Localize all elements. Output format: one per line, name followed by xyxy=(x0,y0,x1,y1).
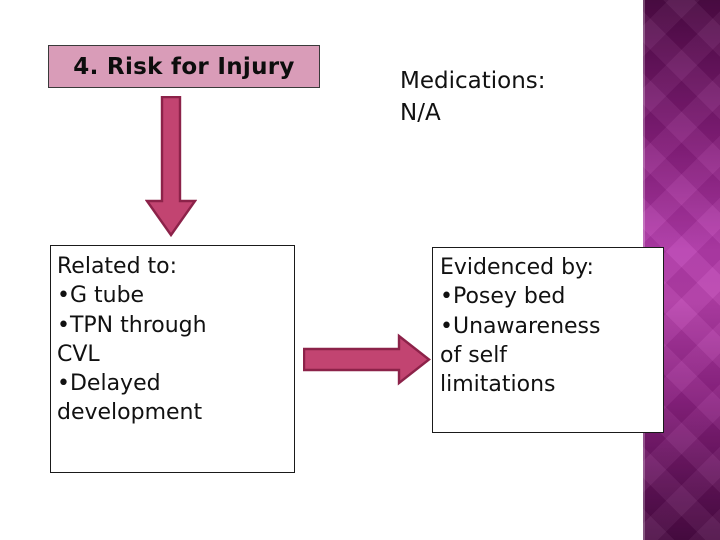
related-to-heading: Related to: xyxy=(57,254,178,279)
medications-label: Medications: xyxy=(400,68,546,94)
medications-value: N/A xyxy=(400,99,441,126)
related-to-item: CVL xyxy=(57,341,100,367)
related-to-item: •G tube xyxy=(57,283,145,309)
related-to-text: Related to: •G tube •TPN through CVL •De… xyxy=(57,252,297,428)
related-to-item: •Delayed xyxy=(57,371,161,396)
page-title: 4. Risk for Injury xyxy=(73,53,295,80)
down-arrow-icon xyxy=(144,95,198,238)
evidenced-by-item: of self xyxy=(440,342,508,368)
evidenced-by-item: limitations xyxy=(440,372,556,397)
related-to-box xyxy=(50,245,295,473)
decorative-gradient-band xyxy=(643,0,720,540)
medications-block: Medications: N/A xyxy=(400,66,630,129)
evidenced-by-text: Evidenced by: •Posey bed •Unawareness of… xyxy=(440,253,655,399)
evidenced-by-box xyxy=(432,247,664,433)
slide-title-box: 4. Risk for Injury xyxy=(48,45,320,88)
evidenced-by-heading: Evidenced by: xyxy=(440,255,594,280)
evidenced-by-item: •Unawareness xyxy=(440,313,601,339)
related-to-item: development xyxy=(57,400,203,426)
related-to-item: •TPN through xyxy=(57,312,207,338)
evidenced-by-item: •Posey bed xyxy=(440,284,566,310)
right-arrow-icon xyxy=(302,333,431,386)
